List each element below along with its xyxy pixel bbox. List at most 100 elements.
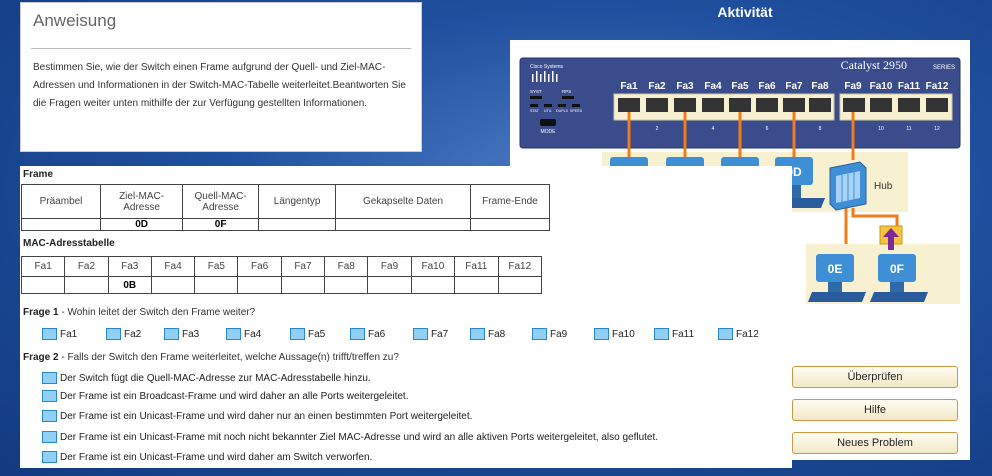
- mac-table-header: Fa5: [194, 256, 239, 277]
- checkbox-icon[interactable]: [654, 328, 669, 340]
- checkbox-icon[interactable]: [42, 372, 57, 384]
- checkbox-icon[interactable]: [470, 328, 485, 340]
- frame-cell: 0D: [100, 218, 184, 231]
- port-label-fa2: Fa2: [648, 81, 666, 92]
- checkbox-icon[interactable]: [42, 451, 57, 463]
- option-label: Fa8: [488, 328, 506, 340]
- mode-label: MODE: [541, 129, 557, 135]
- frame-header: Quell-MAC-Adresse: [182, 184, 260, 219]
- mac-table-header: Fa9: [367, 256, 412, 277]
- frame-cell: [258, 218, 337, 231]
- mac-table-header: Fa3: [107, 256, 152, 277]
- mac-table-header: Fa12: [497, 256, 543, 277]
- q1-option-fa3[interactable]: Fa3: [164, 328, 199, 340]
- option-label: Fa1: [60, 328, 78, 340]
- checkbox-icon[interactable]: [413, 328, 428, 340]
- checkbox-icon[interactable]: [290, 328, 305, 340]
- series-label: SERIES: [933, 65, 955, 71]
- mac-table-cell: [280, 276, 326, 294]
- switch-ports: [618, 98, 948, 112]
- checkbox-icon[interactable]: [42, 390, 57, 402]
- q1-option-fa12[interactable]: Fa12: [718, 328, 759, 340]
- option-label: Fa5: [308, 328, 326, 340]
- q1-option-fa7[interactable]: Fa7: [413, 328, 448, 340]
- mac-table-header: Fa10: [410, 256, 456, 277]
- checkbox-icon[interactable]: [42, 328, 57, 340]
- mac-table-cell: [64, 276, 109, 294]
- frame-cell: [20, 218, 102, 231]
- q1-option-fa5[interactable]: Fa5: [290, 328, 325, 340]
- model-label: Catalyst 2950: [841, 58, 907, 72]
- mode-button: [540, 119, 556, 126]
- mac-table-cell: [367, 276, 412, 294]
- mac-table-header: Fa4: [150, 256, 196, 277]
- option-label: Der Frame ist ein Unicast-Frame mit noch…: [60, 431, 659, 443]
- mac-table-cell: [497, 276, 543, 294]
- mac-table-header: Fa6: [237, 256, 282, 277]
- mac-table-cell: [237, 276, 282, 294]
- q2-option-4[interactable]: Der Frame ist ein Unicast-Frame mit noch…: [42, 431, 658, 443]
- q1-option-fa2[interactable]: Fa2: [106, 328, 141, 340]
- q1-option-fa1[interactable]: Fa1: [42, 328, 77, 340]
- frame-header: Präambel: [20, 184, 102, 219]
- instructions-heading: Anweisung: [33, 11, 117, 30]
- port-number-6: 6: [766, 126, 769, 132]
- q2-option-3[interactable]: Der Frame ist ein Unicast-Frame und wird…: [42, 410, 472, 422]
- checkbox-icon[interactable]: [532, 328, 547, 340]
- frame-header: Gekapselte Daten: [335, 184, 471, 219]
- option-label: Fa11: [672, 328, 695, 340]
- q1-option-fa9[interactable]: Fa9: [532, 328, 567, 340]
- instructions-panel: Anweisung Bestimmen Sie, wie der Switch …: [20, 2, 422, 152]
- port-label-fa12: Fa12: [926, 81, 949, 92]
- mac-table-header: Fa7: [280, 256, 326, 277]
- mac-table-cell: [194, 276, 239, 294]
- q1-option-fa4[interactable]: Fa4: [226, 328, 261, 340]
- option-label: Fa4: [244, 328, 262, 340]
- q1-option-fa11[interactable]: Fa11: [654, 328, 694, 340]
- activity-title: Aktivität: [717, 4, 773, 20]
- mac-table-cell: [454, 276, 499, 294]
- q2-option-5[interactable]: Der Frame ist ein Unicast-Frame und wird…: [42, 451, 372, 463]
- host-label-0e: 0E: [828, 262, 843, 276]
- question-2-label: Frage 2: [23, 352, 59, 363]
- mac-table-header: Fa1: [20, 256, 66, 277]
- mac-table-cell: [150, 276, 196, 294]
- hub: [829, 161, 867, 211]
- q2-option-2[interactable]: Der Frame ist ein Broadcast-Frame und wi…: [42, 390, 408, 402]
- question-1: Frage 1 - Wohin leitet der Switch den Fr…: [23, 307, 255, 318]
- mac-address-table: Fa1 Fa2 Fa3 Fa4 Fa5 Fa6 Fa7 Fa8 Fa9 Fa10…: [20, 256, 543, 294]
- q1-option-fa8[interactable]: Fa8: [470, 328, 505, 340]
- checkbox-icon[interactable]: [42, 431, 57, 443]
- checkbox-icon[interactable]: [226, 328, 241, 340]
- checkbox-icon[interactable]: [106, 328, 121, 340]
- help-button[interactable]: Hilfe: [792, 399, 958, 421]
- switch-port-numbers: 2 4 6 8 10 11 12: [656, 126, 940, 132]
- checkbox-icon[interactable]: [350, 328, 365, 340]
- q1-option-fa6[interactable]: Fa6: [350, 328, 385, 340]
- checkbox-icon[interactable]: [164, 328, 179, 340]
- new-problem-button[interactable]: Neues Problem: [792, 432, 958, 454]
- led-label-rps: RPS: [562, 89, 571, 94]
- cisco-logo: [532, 71, 558, 82]
- option-label: Der Frame ist ein Unicast-Frame und wird…: [60, 410, 473, 422]
- option-label: Fa3: [182, 328, 200, 340]
- option-label: Fa2: [124, 328, 142, 340]
- option-label: Fa10: [612, 328, 635, 340]
- mac-table-cell: [410, 276, 456, 294]
- host-0e: 0E: [808, 254, 866, 302]
- port-label-fa7: Fa7: [785, 81, 803, 92]
- checkbox-icon[interactable]: [594, 328, 609, 340]
- frame-cell: [335, 218, 471, 231]
- instructions-divider: [31, 48, 411, 49]
- q1-option-fa10[interactable]: Fa10: [594, 328, 635, 340]
- check-button[interactable]: Überprüfen: [792, 366, 958, 388]
- checkbox-icon[interactable]: [42, 410, 57, 422]
- switch-port-labels: Fa1 Fa2 Fa3 Fa4 Fa5 Fa6 Fa7 Fa8 Fa9 Fa10…: [620, 81, 948, 92]
- q2-option-1[interactable]: Der Switch fügt die Quell-MAC-Adresse zu…: [42, 372, 371, 384]
- instructions-text: Bestimmen Sie, wie der Switch einen Fram…: [33, 62, 406, 109]
- port-label-fa4: Fa4: [704, 81, 722, 92]
- led-label-speed: SPEED: [570, 109, 583, 113]
- port-number-12: 12: [934, 126, 940, 132]
- frame-header: Frame-Ende: [469, 184, 551, 219]
- checkbox-icon[interactable]: [718, 328, 733, 340]
